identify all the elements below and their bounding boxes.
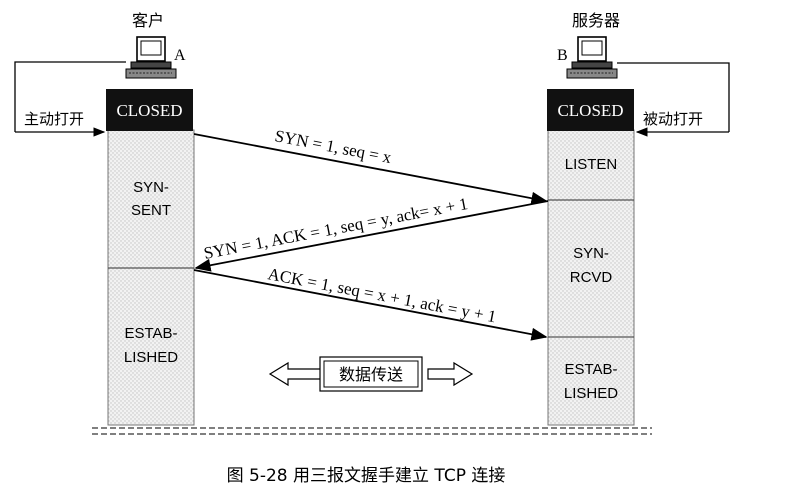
client-state-closed: CLOSED xyxy=(116,101,182,120)
server-open-loop xyxy=(617,62,730,137)
data-transfer-label: 数据传送 xyxy=(339,365,403,384)
syn-ack-message-label: SYN = 1, ACK = 1, seq = y, ack= x + 1 xyxy=(202,194,469,263)
client-state-syn-sent-line2: SENT xyxy=(131,202,171,219)
server-trigger-label: 被动打开 xyxy=(643,110,703,128)
server-closed-box xyxy=(547,89,634,131)
figure-caption: 图 5-28 用三报文握手建立 TCP 连接 xyxy=(227,466,506,486)
server-state-syn-rcvd-line2: RCVD xyxy=(570,269,613,286)
server-state-closed: CLOSED xyxy=(557,101,623,120)
server-name: 服务器 xyxy=(572,11,620,30)
server-state-established-line1: ESTAB- xyxy=(564,361,617,378)
client-column xyxy=(107,129,195,426)
client-name: 客户 xyxy=(132,11,164,30)
server-computer-icon xyxy=(566,36,618,79)
client-computer-icon xyxy=(125,36,177,79)
client-state-established-line1: ESTAB- xyxy=(124,325,177,342)
client-state-established-line2: LISHED xyxy=(124,349,178,366)
client-trigger-label: 主动打开 xyxy=(24,110,84,128)
syn-ack-arrow xyxy=(194,200,549,272)
client-open-loop xyxy=(14,61,126,137)
syn-arrow xyxy=(193,133,548,205)
client-state-syn-sent-line1: SYN- xyxy=(133,179,169,196)
ack-message-label: ACK = 1, seq = x + 1, ack = y + 1 xyxy=(266,264,498,326)
server-state-syn-rcvd-line1: SYN- xyxy=(573,245,609,262)
server-column xyxy=(547,129,635,426)
server-state-listen: LISTEN xyxy=(565,156,618,173)
server-letter: B xyxy=(557,47,568,64)
ack-arrow xyxy=(193,269,548,341)
server-state-established-line2: LISHED xyxy=(564,385,618,402)
client-closed-box xyxy=(106,89,193,131)
data-transfer-arrow xyxy=(268,356,474,392)
client-letter: A xyxy=(174,47,186,64)
